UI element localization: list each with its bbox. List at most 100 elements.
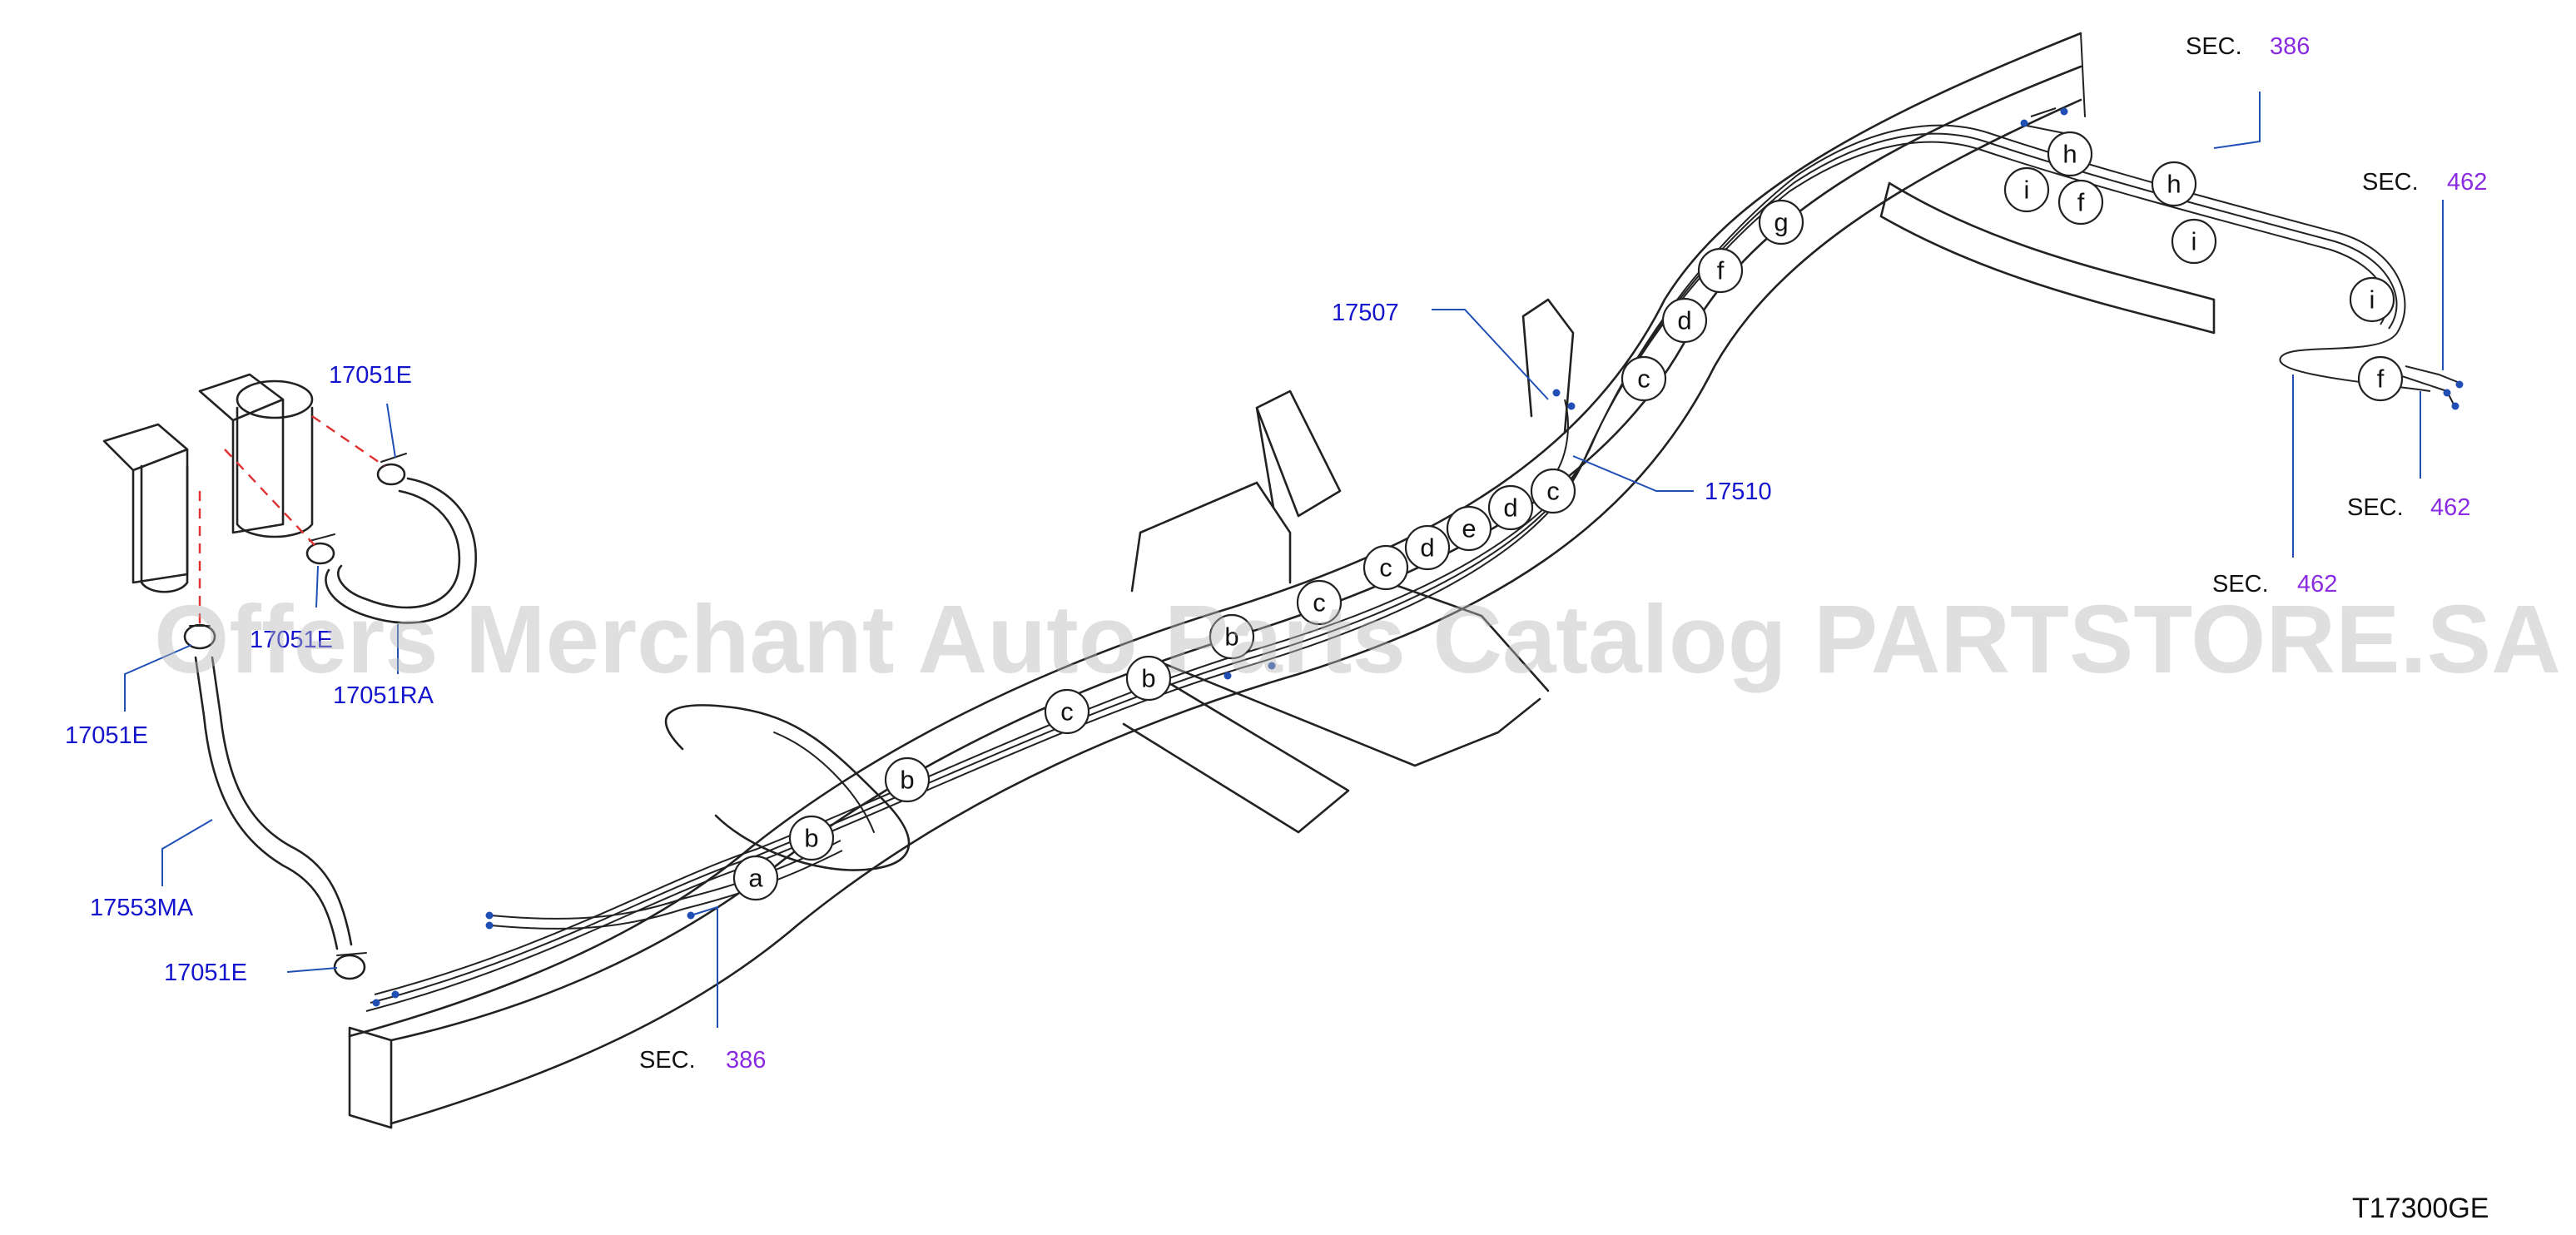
fuel-line-right-ends xyxy=(2396,365,2460,409)
bracket-post-2 xyxy=(1521,298,1575,434)
callout-letter: b xyxy=(1141,664,1155,693)
callout-letter: h xyxy=(2167,170,2181,199)
callout-letter: d xyxy=(1677,306,1691,335)
callout-bubble: b xyxy=(884,756,931,803)
callout-letter: e xyxy=(1462,514,1476,543)
vent-hose-loop-inner xyxy=(325,477,477,624)
callout-bubble: b xyxy=(1125,655,1172,702)
callout-letter: b xyxy=(1224,622,1238,652)
hose-clamp-bottom xyxy=(333,952,367,980)
section-ref-number: 462 xyxy=(2447,169,2487,196)
leader-sec386-top xyxy=(2213,92,2261,149)
vent-hose-loop xyxy=(337,489,461,609)
bracket-post-1 xyxy=(1255,389,1342,518)
canister-bracket-left xyxy=(102,423,189,584)
frame-rail-upper-edge xyxy=(348,32,2082,1038)
callout-bubble: g xyxy=(1758,199,1804,246)
callout-bubble: h xyxy=(2151,161,2197,207)
part-labels: 17051E 17051E 17051RA 17051E 17553MA 170… xyxy=(65,300,1772,986)
purge-hose-outer xyxy=(211,656,353,946)
callout-bubble: c xyxy=(1362,544,1409,591)
callout-letter: f xyxy=(1717,256,1725,285)
section-references: SEC. 386 SEC. 462 SEC. 462 SEC. 462 SEC.… xyxy=(639,33,2487,1074)
callout-letter: i xyxy=(2024,176,2030,205)
part-label-17051e-bottom[interactable]: 17051E xyxy=(164,960,247,986)
wheel-well-arch xyxy=(664,704,911,871)
hose-clamp-top xyxy=(376,453,407,486)
section-ref-mid-462[interactable]: SEC. 462 xyxy=(2347,494,2470,521)
leader-e-mid xyxy=(315,565,319,608)
callout-letter: h xyxy=(2062,140,2077,169)
purge-hose xyxy=(194,656,339,950)
callout-bubble: a xyxy=(732,855,779,901)
callout-letter: b xyxy=(900,766,914,795)
guide-top-clamp xyxy=(311,415,385,467)
callout-bubble: b xyxy=(788,815,835,861)
part-label-17051e-top[interactable]: 17051E xyxy=(329,362,412,389)
section-ref-label: SEC. xyxy=(2212,571,2269,598)
part-label-17051e-mid[interactable]: 17051E xyxy=(250,627,333,653)
callout-bubble: c xyxy=(1296,579,1343,626)
section-ref-top-462[interactable]: SEC. 462 xyxy=(2362,169,2487,196)
vehicle-frame xyxy=(348,32,2216,1129)
canister-bracket-right xyxy=(198,373,285,534)
callout-bubble: d xyxy=(1404,524,1451,571)
callout-letter: c xyxy=(1313,588,1326,618)
callout-bubble: f xyxy=(2357,355,2404,402)
hose-clamp-mid xyxy=(305,533,335,565)
callout-bubble: c xyxy=(1044,688,1090,735)
part-label-17051e-left[interactable]: 17051E xyxy=(65,722,148,749)
part-label-17553ma[interactable]: 17553MA xyxy=(90,895,194,921)
frame-end-cap xyxy=(2080,32,2086,117)
section-ref-number: 462 xyxy=(2297,571,2337,598)
callout-letter: c xyxy=(1379,553,1392,583)
callout-bubble: f xyxy=(1697,247,1744,294)
callout-bubble: d xyxy=(1661,297,1708,344)
section-ref-bottom-386[interactable]: SEC. 386 xyxy=(639,1047,766,1074)
part-label-17051ra[interactable]: 17051RA xyxy=(333,682,434,709)
callout-bubble: i xyxy=(2003,166,2050,213)
leader-17510 xyxy=(1572,455,1694,492)
leader-sec386-bottom xyxy=(690,905,718,1028)
fuel-line-3 xyxy=(374,124,2431,995)
cross-member-lower xyxy=(1122,664,1350,834)
section-ref-label: SEC. xyxy=(639,1047,696,1074)
leader-e-top xyxy=(386,403,396,459)
callout-bubble: i xyxy=(2171,218,2217,265)
callout-bubble: c xyxy=(1621,355,1667,402)
callout-letter: i xyxy=(2191,227,2197,256)
callout-letter: a xyxy=(748,864,763,893)
canister-left-body xyxy=(140,464,189,593)
leader-17507 xyxy=(1432,309,1549,400)
callout-bubble: d xyxy=(1487,484,1534,531)
inner-rail-edge xyxy=(1879,181,2216,335)
leader-e-left xyxy=(124,644,192,712)
callout-letter: g xyxy=(1774,208,1788,237)
callout-letter: i xyxy=(2370,285,2375,315)
evap-canister-assembly xyxy=(102,373,477,980)
frame-rail-lower-edge xyxy=(390,98,2082,1125)
leader-ma xyxy=(161,819,213,886)
section-ref-number: 462 xyxy=(2430,494,2470,521)
callout-bubble: c xyxy=(1530,468,1576,514)
frame-rail-front-face xyxy=(348,1026,393,1129)
section-ref-label: SEC. xyxy=(2186,33,2242,60)
section-ref-number: 386 xyxy=(2270,33,2310,60)
callouts: a b b c b b c c d e d c c d f g h i f h … xyxy=(732,131,2404,901)
wheel-well-inner xyxy=(773,732,875,833)
diagram-code: T17300GE xyxy=(2352,1193,2489,1224)
section-ref-top-386[interactable]: SEC. 386 xyxy=(2186,33,2310,60)
callout-bubble: b xyxy=(1209,613,1255,660)
callout-bubble: e xyxy=(1446,505,1492,552)
callout-letter: b xyxy=(804,824,818,853)
canister-right-body xyxy=(236,406,314,538)
callout-letter: c xyxy=(1060,697,1074,727)
section-ref-bottom-462[interactable]: SEC. 462 xyxy=(2212,571,2337,598)
canister-right-top xyxy=(236,379,314,419)
part-label-17507[interactable]: 17507 xyxy=(1332,300,1399,326)
part-label-17510[interactable]: 17510 xyxy=(1705,479,1772,505)
callout-bubble: i xyxy=(2349,276,2395,323)
floor-panel xyxy=(1147,573,1550,767)
guide-mid-clamp xyxy=(224,449,315,546)
